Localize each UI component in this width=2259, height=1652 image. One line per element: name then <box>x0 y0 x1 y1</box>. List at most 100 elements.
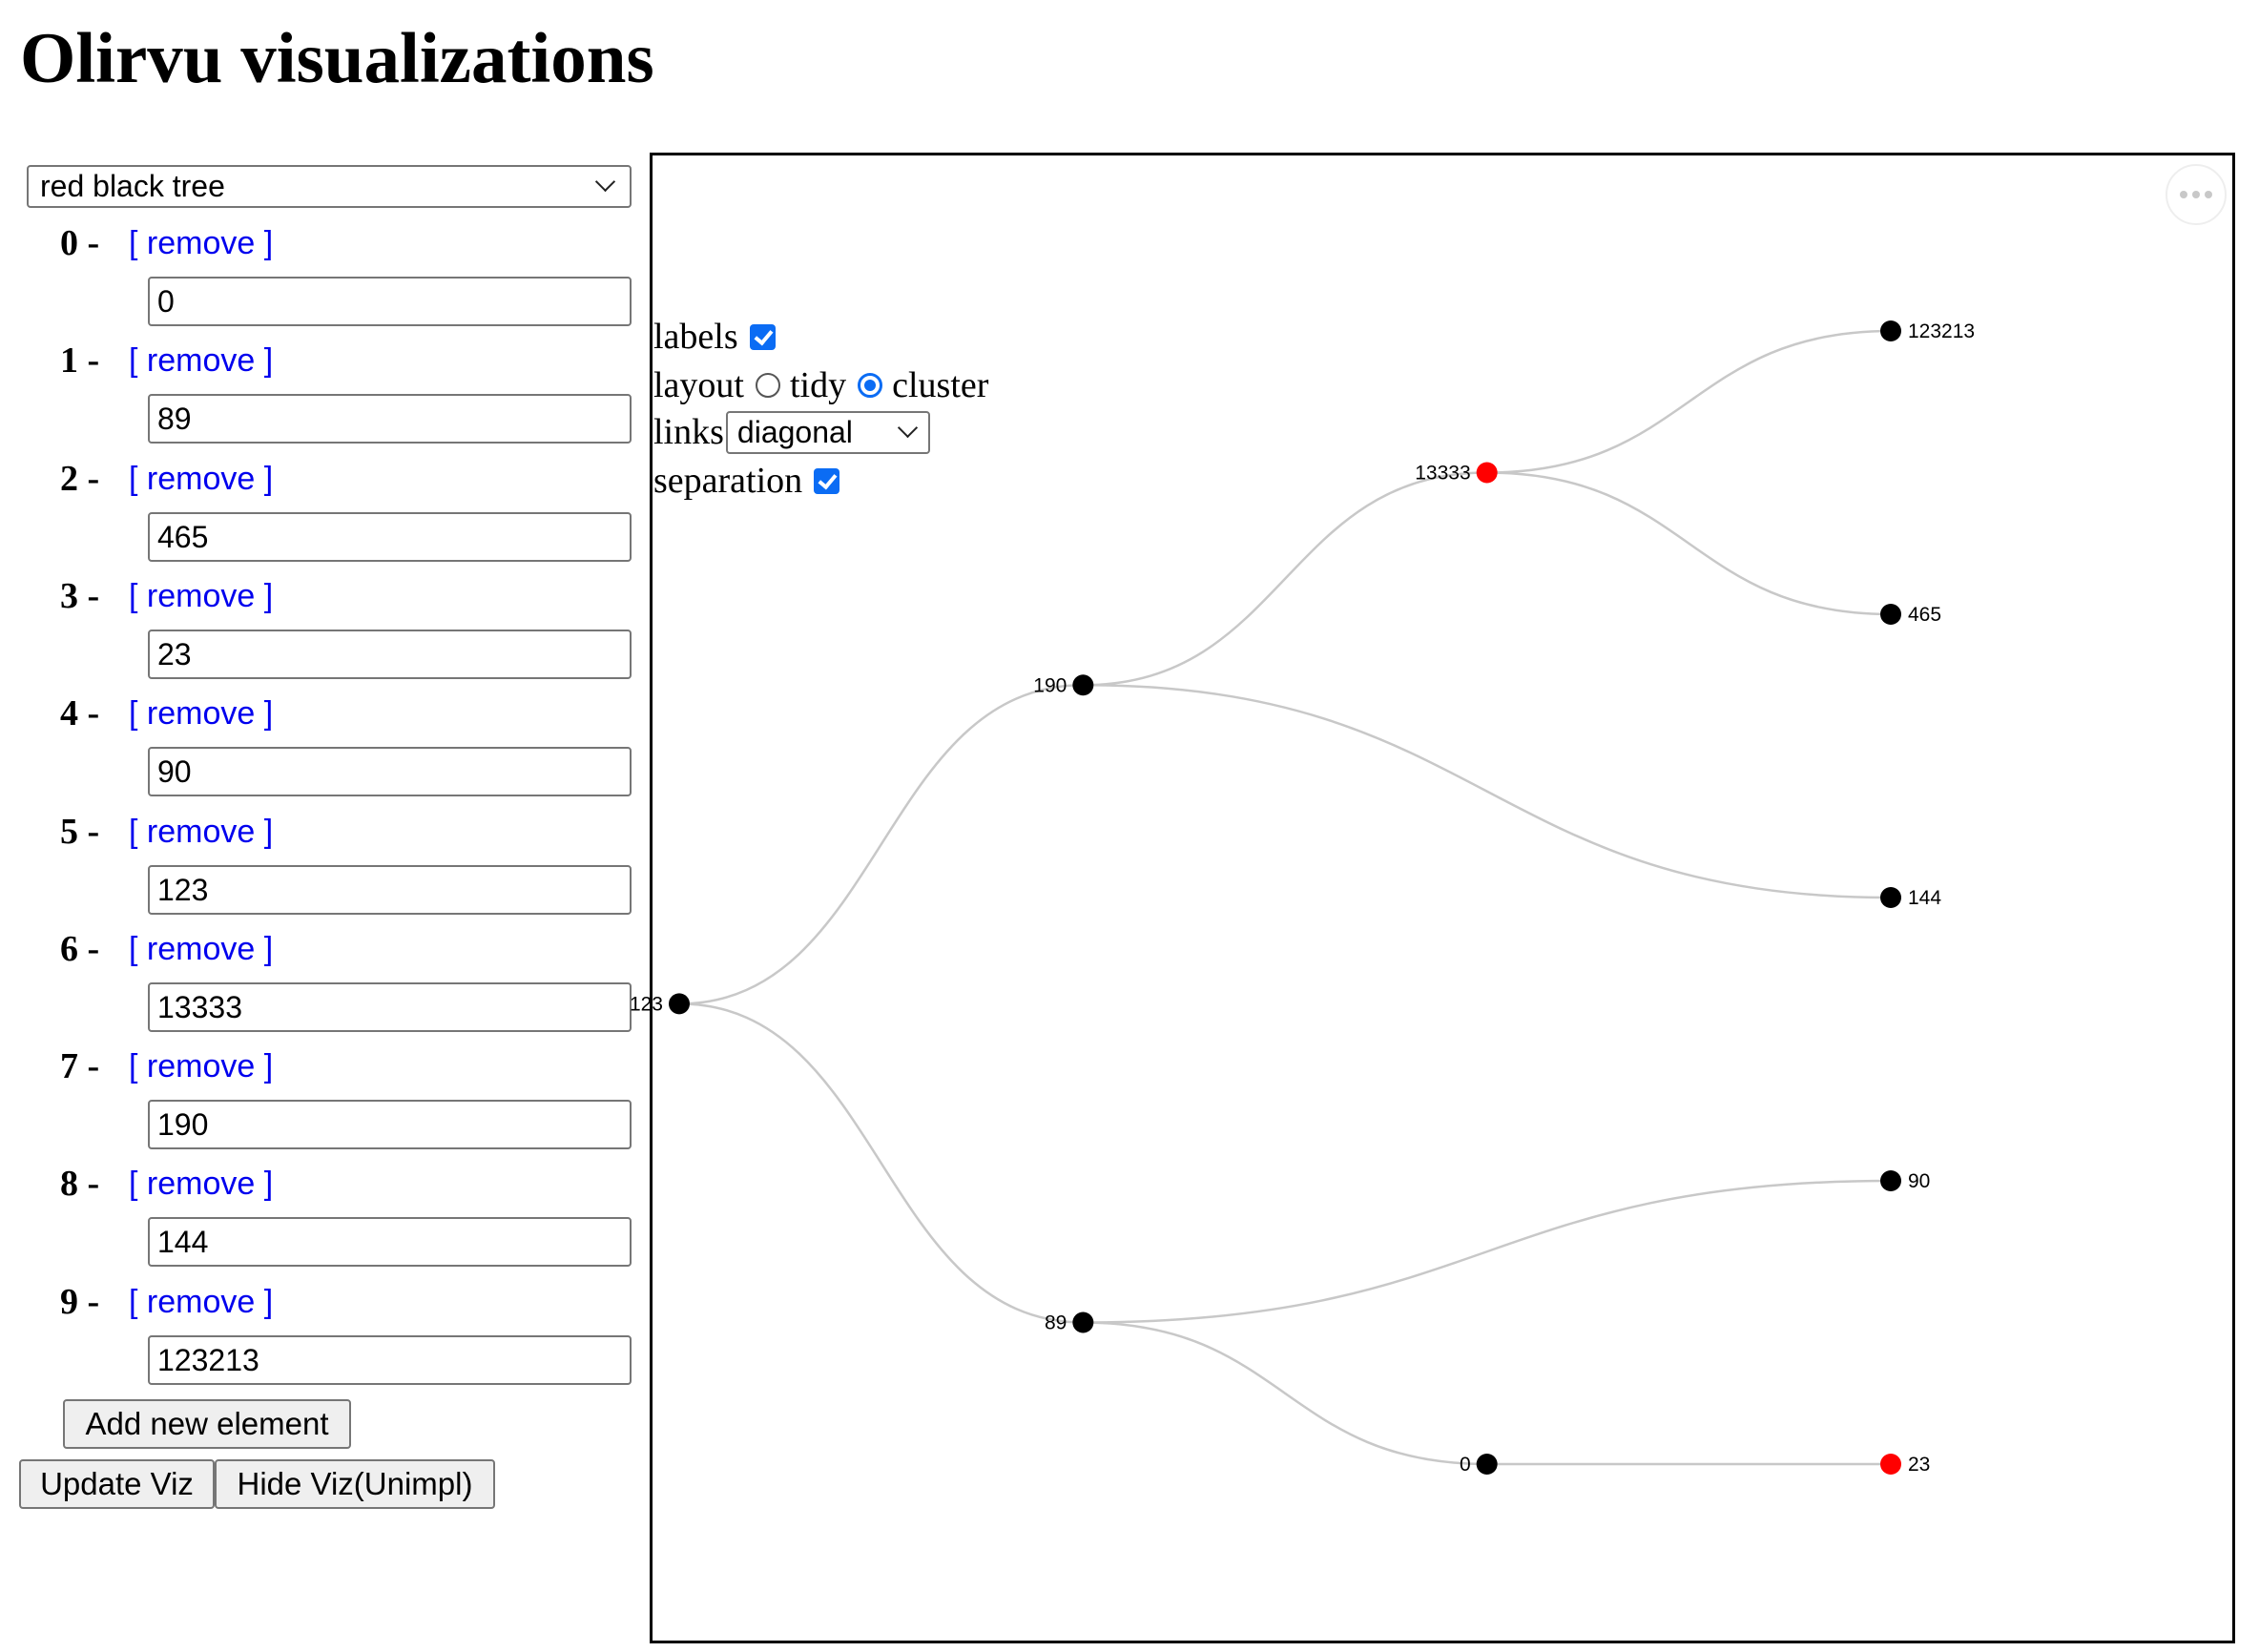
tree-node-label: 89 <box>1045 1312 1067 1334</box>
element-row-header: 9 - [ remove ] <box>60 1278 273 1326</box>
tree-node: 465 <box>1880 604 1941 626</box>
element-value-input[interactable]: 465 <box>148 512 632 562</box>
tree-node: 13333 <box>1415 462 1498 485</box>
remove-element-link[interactable]: [ remove ] <box>129 930 274 967</box>
element-value-input[interactable]: 89 <box>148 394 632 444</box>
layout-label: layout <box>653 365 744 405</box>
tree-node-circle <box>1476 1454 1498 1475</box>
viz-panel: 123213 465 13333 144 190 90 23 0 89 123 labels la… <box>630 153 2235 1643</box>
tree-node-circle <box>669 993 690 1015</box>
element-row-header: 6 - [ remove ] <box>60 925 273 973</box>
element-row-header: 4 - [ remove ] <box>60 690 273 737</box>
tree-node-circle <box>1880 604 1901 625</box>
tree-node: 144 <box>1880 887 1941 909</box>
element-index: 2 - <box>60 459 100 499</box>
tree-node-circle <box>1072 674 1094 696</box>
tree-node-label: 23 <box>1908 1454 1930 1476</box>
tree-node-circle <box>1880 320 1901 341</box>
layout-cluster-radio[interactable] <box>858 373 883 398</box>
remove-element-link[interactable]: [ remove ] <box>129 224 274 261</box>
tree-chart: 123213 465 13333 144 190 90 23 0 89 123 <box>630 320 1975 1476</box>
separation-checkbox[interactable] <box>814 467 840 494</box>
layout-tidy-radio[interactable] <box>755 373 780 398</box>
remove-element-link[interactable]: [ remove ] <box>129 341 274 379</box>
element-value-input[interactable]: 0 <box>148 277 632 326</box>
tree-node-circle <box>1072 1311 1094 1333</box>
hide-viz-button[interactable]: Hide Viz(Unimpl) <box>215 1459 495 1509</box>
tree-node-label: 0 <box>1460 1454 1471 1476</box>
ellipsis-icon[interactable] <box>2166 164 2227 225</box>
element-value-input[interactable]: 13333 <box>148 982 632 1032</box>
element-value-input[interactable]: 23 <box>148 630 632 679</box>
element-row-header: 7 - [ remove ] <box>60 1043 273 1090</box>
separation-label: separation <box>653 461 803 501</box>
remove-element-link[interactable]: [ remove ] <box>129 1165 274 1202</box>
element-index: 7 - <box>60 1046 100 1086</box>
tree-node: 90 <box>1880 1170 1930 1192</box>
page-title: Olirvu visualizations <box>20 19 654 98</box>
labels-control: labels <box>653 313 776 361</box>
tree-link <box>1083 684 1892 899</box>
labels-checkbox[interactable] <box>749 323 776 350</box>
tree-node-label: 465 <box>1908 604 1941 626</box>
element-value-input[interactable]: 144 <box>148 1217 632 1267</box>
chevron-down-icon <box>897 417 919 438</box>
element-index: 3 - <box>60 576 100 616</box>
remove-element-link[interactable]: [ remove ] <box>129 460 274 497</box>
tree-link <box>1486 329 1892 474</box>
tree-node-label: 13333 <box>1415 463 1470 485</box>
tree-link <box>678 684 1084 1005</box>
chevron-down-icon <box>594 171 616 193</box>
structure-select[interactable]: red black tree <box>27 165 632 208</box>
tree-node: 0 <box>1460 1454 1498 1476</box>
add-element-button[interactable]: Add new element <box>63 1399 351 1449</box>
element-index: 8 - <box>60 1164 100 1204</box>
remove-element-link[interactable]: [ remove ] <box>129 813 274 850</box>
remove-element-link[interactable]: [ remove ] <box>129 1047 274 1084</box>
tree-node-label: 123213 <box>1908 320 1975 342</box>
structure-select-value: red black tree <box>40 169 225 203</box>
element-row-header: 5 -[ remove ] <box>60 808 273 856</box>
element-row-header: 1 - [ remove ] <box>60 337 273 384</box>
element-value-input[interactable]: 123 <box>148 865 632 915</box>
links-select[interactable]: diagonal <box>725 410 930 454</box>
tree-node: 123213 <box>1880 320 1975 342</box>
element-row-header: 2 - [ remove ] <box>60 455 273 503</box>
element-row-header: 8 - [ remove ] <box>60 1160 273 1208</box>
remove-element-link[interactable]: [ remove ] <box>129 694 274 732</box>
layout-tidy-label: tidy <box>789 365 847 405</box>
element-index: 0 - <box>60 223 100 263</box>
element-index: 4 - <box>60 693 100 733</box>
tree-node-circle <box>1476 462 1498 484</box>
tree-link <box>1486 471 1892 616</box>
separation-control: separation <box>653 457 840 505</box>
remove-element-link[interactable]: [ remove ] <box>129 1283 274 1320</box>
tree-link <box>1083 471 1487 687</box>
tree-node-label: 190 <box>1033 674 1067 696</box>
element-row-header: 0 - [ remove ] <box>60 219 273 267</box>
element-value-input[interactable]: 90 <box>148 747 632 796</box>
tree-link <box>1083 1321 1487 1466</box>
element-value-input[interactable]: 190 <box>148 1100 632 1149</box>
tree-node: 190 <box>1033 674 1094 696</box>
tree-node-label: 90 <box>1908 1170 1930 1192</box>
layout-cluster-label: cluster <box>892 365 989 405</box>
update-viz-button[interactable]: Update Viz <box>19 1459 215 1509</box>
tree-node-label: 123 <box>630 993 663 1015</box>
tree-node: 23 <box>1880 1454 1930 1476</box>
labels-label: labels <box>653 317 738 357</box>
tree-node-circle <box>1880 887 1901 908</box>
links-label: links <box>653 412 724 452</box>
element-index: 1 - <box>60 341 100 381</box>
element-value-input[interactable]: 123213 <box>148 1335 632 1385</box>
layout-control: layout tidy cluster <box>653 361 988 409</box>
remove-element-link[interactable]: [ remove ] <box>129 577 274 614</box>
links-select-value: diagonal <box>736 414 853 449</box>
tree-node: 123 <box>630 993 690 1015</box>
tree-node-label: 144 <box>1908 887 1941 909</box>
tree-link <box>1083 1179 1892 1324</box>
element-index: 6 - <box>60 929 100 969</box>
links-control: links diagonal <box>653 408 930 456</box>
tree-node: 89 <box>1045 1311 1094 1334</box>
element-index: 9 - <box>60 1282 100 1322</box>
